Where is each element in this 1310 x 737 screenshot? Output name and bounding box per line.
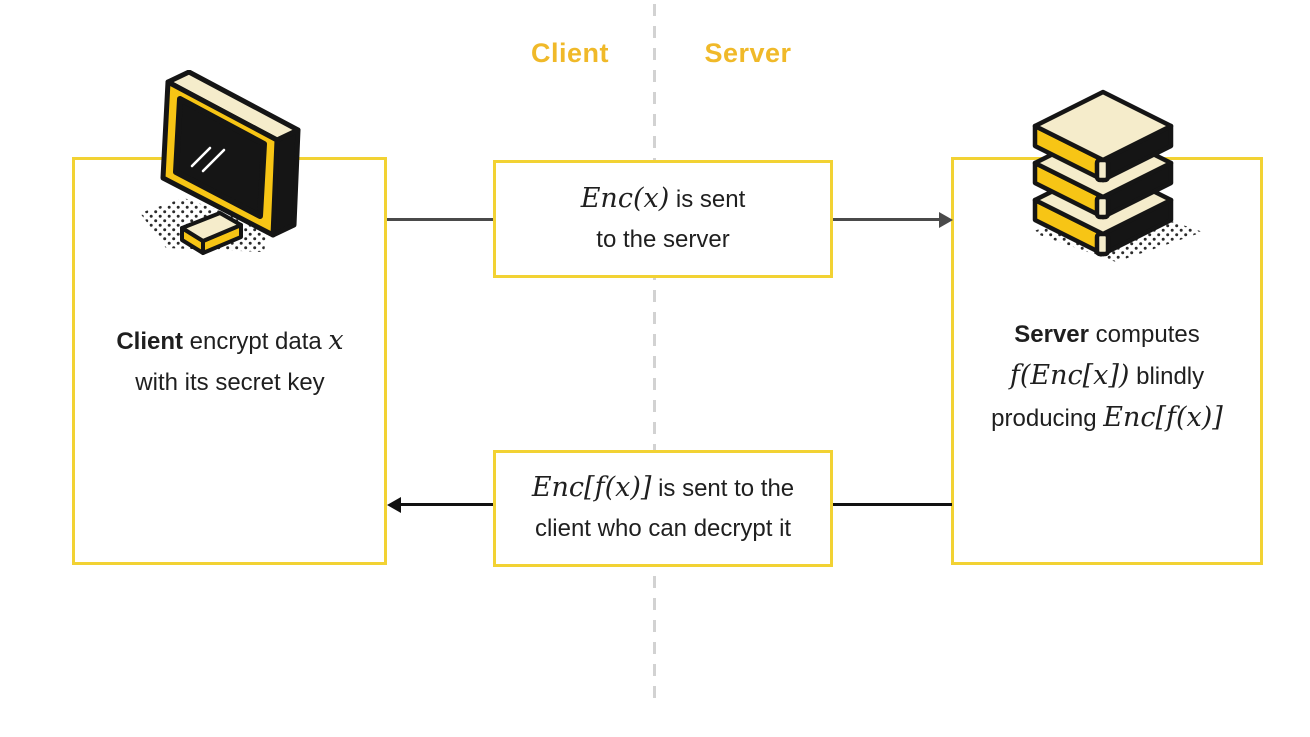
x-variable: x: [328, 325, 344, 356]
client-lane-label: Client: [530, 38, 609, 68]
top-message-line1: Enc(x) is sent: [580, 182, 746, 214]
screen-glare-lines: [190, 146, 226, 173]
arrowhead-into-server-icon: [939, 212, 953, 228]
monitor-stand: [180, 211, 243, 255]
server-caption-line1: Server computes: [1014, 321, 1200, 348]
monitor-screen: [173, 96, 267, 219]
enc-x-formula: Enc(x): [580, 182, 670, 214]
database-stack-icon: [1026, 84, 1210, 266]
computer-monitor-icon: [140, 69, 345, 268]
bottom-message-line2: client who can decrypt it: [534, 515, 792, 542]
server-slab-top: [1032, 89, 1174, 183]
top-message-text: Enc(x) is sent to the server: [496, 163, 830, 275]
bottombox-to-client-line: [400, 503, 493, 506]
top-message-box: Enc(x) is sent to the server: [493, 160, 833, 278]
f-enc-x-formula: f(Enc[x]): [1009, 360, 1130, 391]
server-caption-line3: producing Enc[f(x)]: [991, 402, 1223, 433]
bottom-message-box: Enc[f(x)] is sent to the client who can …: [493, 450, 833, 567]
enc-f-x-formula: Enc[f(x)]: [531, 472, 652, 503]
topbox-to-server-line: [833, 218, 941, 221]
bottom-message-line1: Enc[f(x)] is sent to the: [531, 472, 795, 503]
client-server-divider-line: [653, 4, 656, 706]
server-to-bottombox-line: [833, 503, 952, 506]
client-caption-line1: Client encrypt data x: [116, 325, 344, 356]
bottom-message-text: Enc[f(x)] is sent to the client who can …: [496, 453, 830, 564]
server-lane-label: Server: [704, 38, 792, 68]
top-message-line2: to the server: [596, 225, 730, 253]
client-caption: Client encrypt data x with its secret ke…: [80, 320, 380, 403]
enc-f-x-result-formula: Enc[f(x)]: [1103, 402, 1223, 433]
arrowhead-into-client-icon: [387, 497, 401, 513]
server-caption: Server computes f(Enc[x]) blindly produc…: [956, 314, 1258, 439]
client-to-topbox-line: [387, 218, 493, 221]
server-caption-line2: f(Enc[x]) blindly: [1009, 360, 1205, 391]
client-caption-line2: with its secret key: [135, 369, 325, 396]
